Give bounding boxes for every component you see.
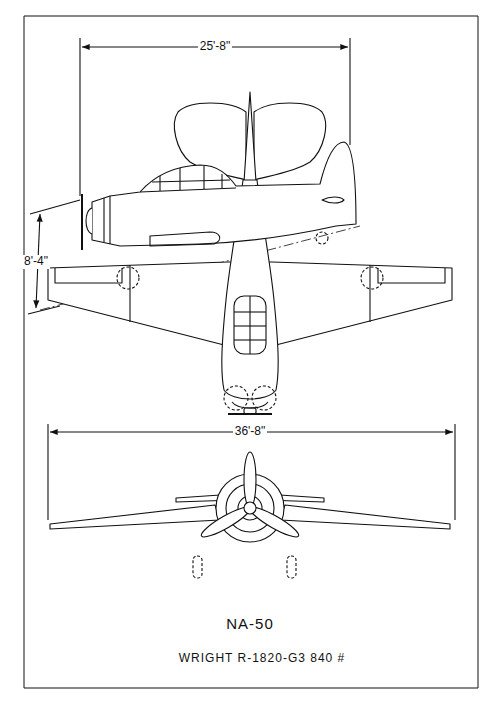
dimension-label: 25'-8": [198, 40, 233, 53]
model-title: NA-50: [224, 616, 276, 633]
front-view: [50, 452, 450, 578]
dimension-label: 36'-8": [233, 425, 268, 438]
span-dimension: [48, 424, 455, 520]
side-view-fuselage: [82, 142, 356, 250]
sheet-frame: [24, 16, 478, 688]
engine-note: WRIGHT R-1820-G3 840 #: [177, 652, 348, 665]
dimension-label: 8'-4": [22, 255, 50, 268]
